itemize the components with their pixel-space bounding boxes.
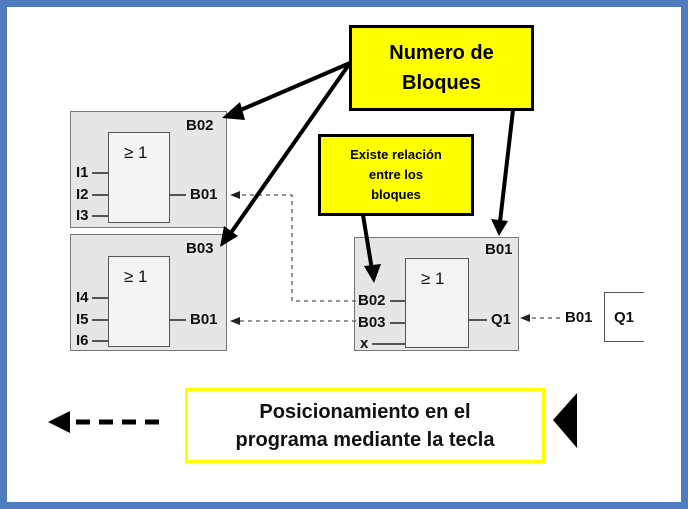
block-b02-gate-symbol: ≥ 1 [124,143,148,162]
block-b01-input-2: B03 [358,314,386,331]
block-b02-stubs [92,172,186,217]
block-b02-input-2: I2 [76,186,89,203]
block-b01-gate [405,258,469,348]
callout-relacion-line1: Existe relación [350,147,442,162]
block-b03-gate [108,256,170,347]
block-b02-input-1: I1 [76,164,89,181]
block-b01-output: Q1 [491,311,512,328]
callout-numero-line1: Numero de [389,42,494,64]
block-b02-gate [108,132,170,223]
output-source-label: B01 [565,309,593,326]
block-b03-output: B01 [190,311,218,328]
block-b03-gate-symbol: ≥ 1 [124,267,148,286]
block-b01-stubs [372,300,487,345]
block-b01-gate-symbol: ≥ 1 [421,269,445,288]
callout-relacion-line3: bloques [371,187,421,202]
dashed-link-b02 [238,194,356,302]
caption-line2: programa mediante la tecla [235,428,495,451]
output-q1-box [604,292,644,342]
block-b03-input-3: I6 [76,332,89,349]
navigation-left-arrow [48,411,160,433]
callout-arrows [226,61,515,272]
callout-numero-line2: Bloques [402,72,481,94]
callout-relacion-line2: entre los [368,167,424,182]
block-b01-input-1: B02 [358,292,386,309]
block-b03-input-2: I5 [76,311,89,328]
block-b02-output: B01 [190,186,218,203]
left-key-triangle-icon [553,393,577,448]
block-b01-title: B01 [485,241,513,258]
callout-numero-bloques: Numero de Bloques [349,25,534,111]
block-b02-title: B02 [186,117,214,134]
caption-box: Posicionamiento en el programa mediante … [185,388,545,463]
block-b03-title: B03 [186,240,214,257]
output-target-label: Q1 [614,309,635,326]
block-b03-input-1: I4 [76,289,89,306]
block-b01-input-3: x [360,335,369,352]
callout-relacion-bloques: Existe relación entre los bloques [318,134,474,216]
callout-arrowheads [220,102,508,283]
caption-line1: Posicionamiento en el [259,400,471,423]
block-b02-input-3: I3 [76,207,89,224]
block-b03-stubs [92,297,186,342]
